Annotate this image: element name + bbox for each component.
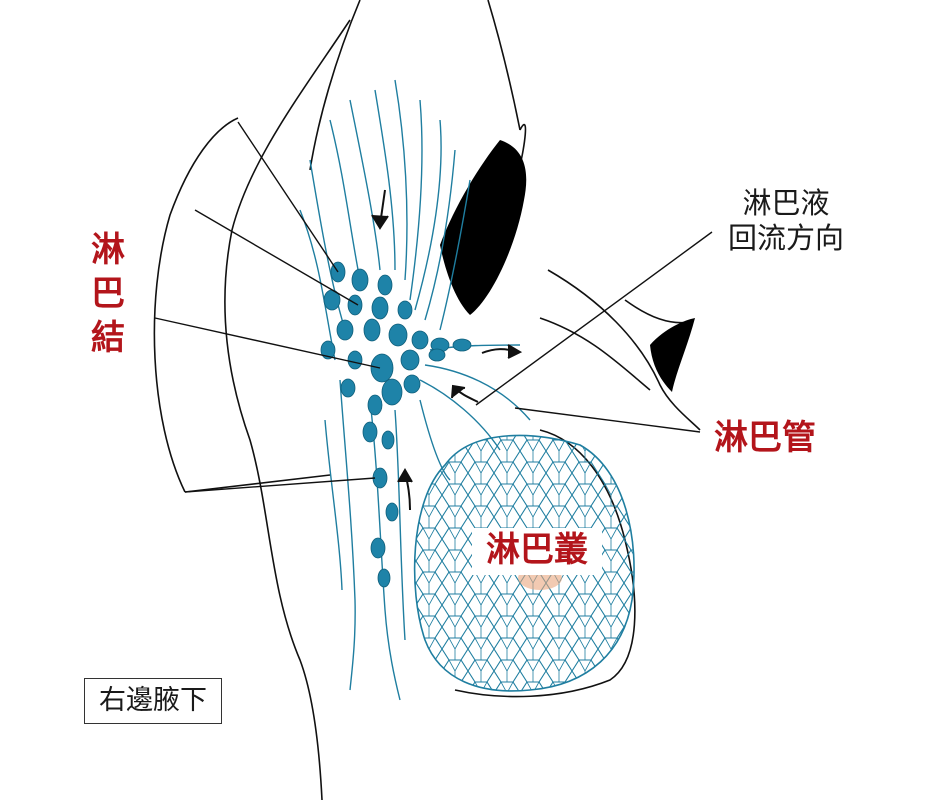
- lymph-plexus-label: 淋巴叢: [472, 528, 602, 575]
- right-axilla-label: 右邊腋下: [84, 678, 222, 724]
- lymph-vessel-label: 淋巴管: [714, 418, 816, 459]
- leader-lines: [155, 122, 712, 492]
- flow-direction-line2: 回流方向: [728, 221, 844, 256]
- flow-direction-label: 淋巴液 回流方向: [728, 186, 844, 256]
- shadow-shapes: [440, 140, 695, 392]
- lymph-node-label: 淋巴結: [86, 228, 130, 360]
- lymph-node-label-text: 淋巴結: [86, 228, 130, 360]
- flow-direction-line1: 淋巴液: [728, 186, 844, 221]
- body-outline: [154, 0, 700, 800]
